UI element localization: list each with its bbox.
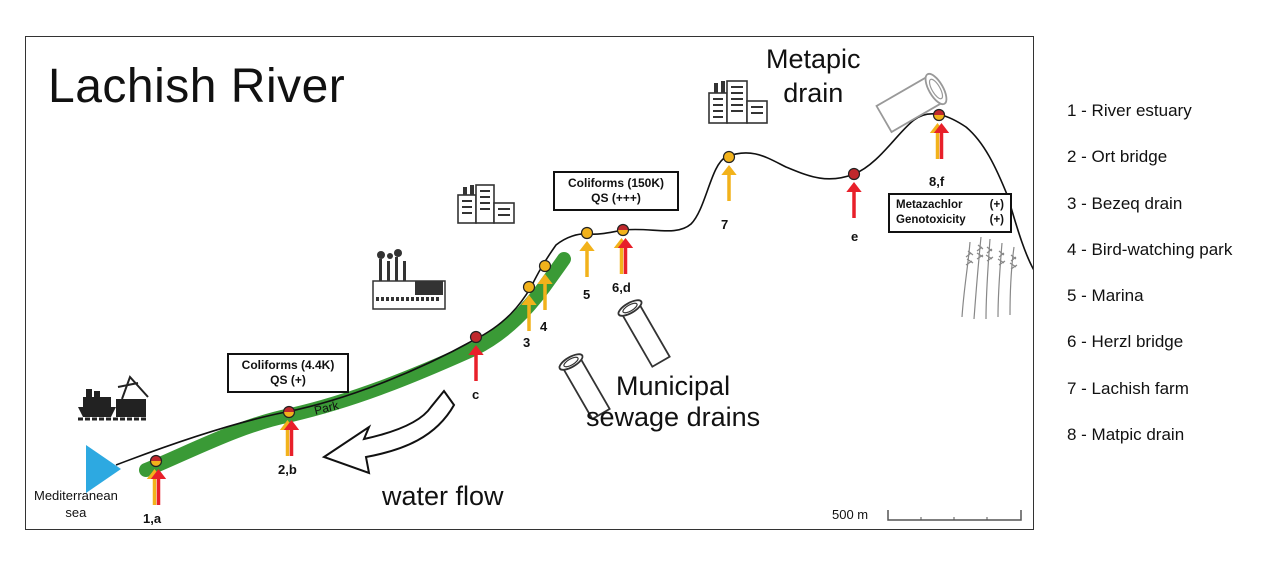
site-1a-arrow-red xyxy=(150,469,167,505)
wheat-field-icon xyxy=(961,236,1018,320)
sewage-pipe-icon xyxy=(617,299,671,368)
port-ship-icon xyxy=(78,375,149,421)
site-label-4: 4 xyxy=(540,319,548,334)
map-title: Lachish River xyxy=(48,60,346,113)
site-label-7: 7 xyxy=(721,217,729,232)
site-3-arrow xyxy=(521,295,537,331)
site-5-marker xyxy=(580,226,594,240)
box-f-metazachlor-value: (+) xyxy=(989,199,1004,211)
info-box-site-f: Metazachlor (+) Genotoxicity (+) xyxy=(888,193,1012,233)
site-8f-marker xyxy=(932,108,946,122)
box-d-qs: QS (+++) xyxy=(591,191,641,205)
sewage-drains-label: Municipal sewage drains xyxy=(586,371,760,433)
site-4-arrow xyxy=(537,274,553,310)
site-label-e: e xyxy=(851,229,859,244)
site-label-2b: 2,b xyxy=(278,462,297,477)
water-flow-label: water flow xyxy=(382,481,504,511)
legend-item: 4 - Bird-watching park xyxy=(1067,239,1233,259)
site-7-arrow xyxy=(721,165,737,201)
site-2b-marker xyxy=(282,405,296,419)
legend-item: 8 - Matpic drain xyxy=(1067,425,1185,445)
site-c-arrow xyxy=(468,345,484,381)
site-7-marker xyxy=(722,150,736,164)
site-label-c: c xyxy=(472,387,480,402)
site-label-3: 3 xyxy=(523,335,531,350)
scale-label: 500 m xyxy=(832,507,869,522)
box-f-genotoxicity-name: Genotoxicity xyxy=(896,214,966,226)
factory-icon xyxy=(372,249,446,310)
legend-item: 2 - Ort bridge xyxy=(1067,147,1168,167)
box-b-qs: QS (+) xyxy=(270,373,306,387)
metapic-drain-label: Metapic drain xyxy=(766,42,861,110)
legend-item: 3 - Bezeq drain xyxy=(1067,193,1183,213)
box-b-coliforms: Coliforms (4.4K) xyxy=(241,358,335,372)
sea-label-line2: sea xyxy=(65,505,87,520)
site-e-arrow xyxy=(846,182,862,218)
site-5-arrow xyxy=(579,241,595,277)
site-3-marker xyxy=(522,280,536,294)
info-box-site-d: Coliforms (150K) QS (+++) xyxy=(553,171,679,211)
site-label-8f: 8,f xyxy=(929,174,945,189)
water-flow-arrow xyxy=(321,389,456,475)
sea-label: Mediterranean sea xyxy=(34,487,118,521)
box-f-row-metazachlor: Metazachlor (+) xyxy=(896,198,1004,213)
city-buildings-icon xyxy=(457,184,515,224)
sampling-arrows xyxy=(146,123,950,505)
info-box-site-b: Coliforms (4.4K) QS (+) xyxy=(227,353,349,393)
box-f-genotoxicity-value: (+) xyxy=(989,214,1004,226)
site-label-6d: 6,d xyxy=(612,280,631,295)
metapic-label-line2: drain xyxy=(783,78,844,108)
site-6d-marker xyxy=(616,223,630,237)
legend-item: 1 - River estuary xyxy=(1067,101,1192,120)
site-label-1a: 1,a xyxy=(143,511,162,526)
sampling-sites xyxy=(149,108,946,468)
sewage-pipe-icon xyxy=(558,353,611,421)
site-legend: 1 - River estuary 2 - Ort bridge 3 - Bez… xyxy=(1067,96,1232,466)
map-canvas xyxy=(78,72,1033,521)
site-1a-marker xyxy=(149,454,163,468)
city-buildings-icon xyxy=(708,80,768,124)
site-2b-arrow-red xyxy=(283,420,300,456)
site-e-marker xyxy=(847,167,861,181)
metapic-pipe-icon xyxy=(875,72,948,134)
site-6d-arrow-red xyxy=(617,238,634,274)
metapic-label-line1: Metapic xyxy=(766,44,861,74)
box-f-metazachlor-name: Metazachlor xyxy=(896,199,963,211)
sewage-label-line2: sewage drains xyxy=(586,402,761,432)
legend-item: 5 - Marina xyxy=(1067,286,1144,306)
legend-item: 6 - Herzl bridge xyxy=(1067,332,1184,352)
site-8f-arrow-red xyxy=(933,123,950,159)
sea-label-line1: Mediterranean xyxy=(34,488,118,503)
site-c-marker xyxy=(469,330,483,344)
site-label-5: 5 xyxy=(583,287,591,302)
river-line xyxy=(115,113,1033,466)
sewage-label-line1: Municipal xyxy=(616,371,731,401)
sea-triangle xyxy=(86,445,121,493)
box-d-coliforms: Coliforms (150K) xyxy=(567,176,665,190)
legend-item: 7 - Lachish farm xyxy=(1067,378,1189,398)
site-4-marker xyxy=(538,259,552,273)
map-panel: Lachish River Mediterranean sea Park wat… xyxy=(25,36,1034,530)
box-f-row-genotoxicity: Genotoxicity (+) xyxy=(896,213,1004,228)
